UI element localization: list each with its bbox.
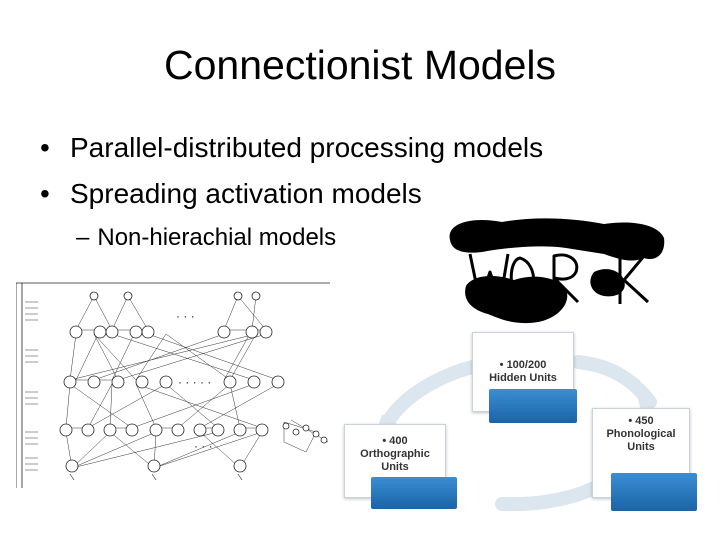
bullet-item: • Spreading activation models <box>40 178 543 224</box>
hidden-units-tab <box>489 389 577 423</box>
orthographic-units-card: • 400 Orthographic Units <box>344 424 457 509</box>
ink-blob-top <box>449 218 665 261</box>
bullet-text: Spreading activation models <box>70 178 422 209</box>
slide-title: Connectionist Models <box>164 42 556 88</box>
phonological-units-line2: Phonological <box>606 428 676 440</box>
word-image <box>449 218 665 324</box>
orthographic-units-tab <box>371 477 457 509</box>
bullet-marker: • <box>40 178 50 209</box>
orthographic-units-line2: Orthographic <box>360 448 430 460</box>
ink-blob-right <box>590 269 625 297</box>
sub-bullet-text: Non-hierachial models <box>97 224 337 251</box>
phonological-units-card: • 450 Phonological Units <box>592 408 697 511</box>
hidden-units-line2: Hidden Units <box>489 372 557 384</box>
letter-k <box>618 254 650 304</box>
orthographic-units-line1: • 400 <box>382 435 408 447</box>
letter-w <box>468 253 510 304</box>
sub-bullet-marker: – <box>76 224 90 251</box>
bullet-text: Parallel-distributed processing models <box>70 132 544 163</box>
cycle-diagram: • 100/200 Hidden Units • 450 Phonologica… <box>336 330 697 514</box>
hidden-units-line1: • 100/200 <box>499 359 547 371</box>
bullet-list: • Parallel-distributed processing models… <box>40 132 543 224</box>
ellipsis-label-lower: · · · <box>194 439 213 453</box>
phonological-units-line3: Units <box>627 441 655 453</box>
orthographic-units-line3: Units <box>381 461 409 473</box>
ink-blob-bottom <box>465 276 568 324</box>
hidden-units-card: • 100/200 Hidden Units <box>472 332 577 423</box>
letter-r <box>552 253 580 304</box>
dots-label: · · · · · <box>178 375 211 389</box>
network-diagram-image: · · · · · · · · · · · <box>16 282 330 488</box>
ellipsis-label: · · · <box>176 309 195 323</box>
bullet-marker: • <box>40 132 50 163</box>
phonological-units-tab <box>611 473 697 511</box>
bullet-item: • Parallel-distributed processing models <box>40 132 543 178</box>
sub-bullet-item: – Non-hierachial models <box>76 224 336 252</box>
phonological-units-line1: • 450 <box>628 415 654 427</box>
letter-o <box>509 256 536 302</box>
